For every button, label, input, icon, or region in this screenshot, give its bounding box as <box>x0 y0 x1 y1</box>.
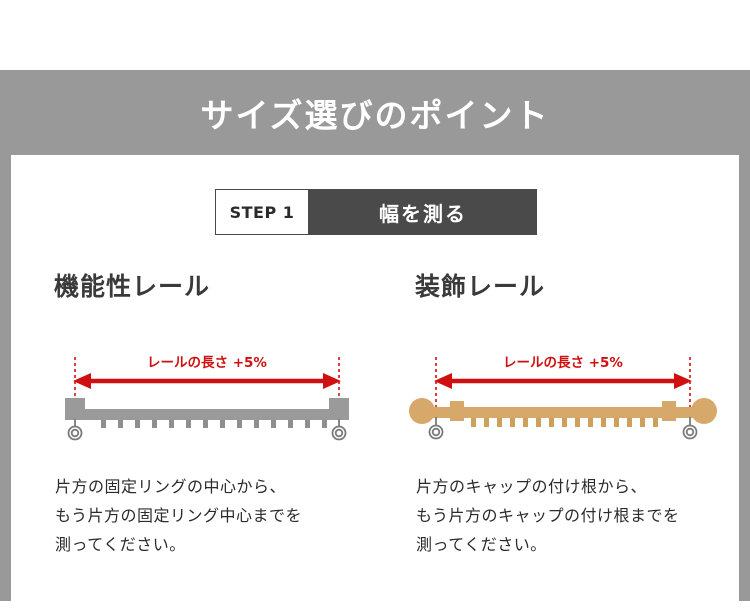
frame-edge-left <box>0 155 11 601</box>
finial-right <box>691 398 717 424</box>
caption-line: 片方の固定リングの中心から、 <box>55 477 287 496</box>
header-band <box>0 70 750 155</box>
fixed-ring-right <box>331 419 347 441</box>
step-indicator: STEP 1 幅を測る <box>215 189 537 235</box>
caption-line: もう片方の固定リング中心までを <box>55 506 303 525</box>
caption-line: 片方のキャップの付け根から、 <box>416 477 648 496</box>
caption-decorative-rail: 片方のキャップの付け根から、 もう片方のキャップの付け根までを 測ってください。 <box>416 472 750 559</box>
measure-label-functional: レールの長さ +5% <box>147 355 267 371</box>
frame-edge-right <box>739 155 750 601</box>
rail-body-decorative <box>409 398 717 424</box>
page-title: サイズ選びのポイント <box>200 95 550 135</box>
rail-hooks-decorative <box>471 418 658 427</box>
caption-line: もう片方のキャップの付け根までを <box>416 506 680 525</box>
content-panel: STEP 1 幅を測る 機能性レール <box>11 155 739 601</box>
caption-line: 測ってください。 <box>416 535 547 554</box>
finial-left <box>409 398 435 424</box>
cap-ring-left <box>428 417 444 440</box>
step-title: 幅を測る <box>309 189 537 235</box>
column-functional-rail: 機能性レール <box>45 267 395 559</box>
measure-arrow <box>434 373 692 389</box>
caption-functional-rail: 片方の固定リングの中心から、 もう片方の固定リング中心までを 測ってください。 <box>55 472 395 559</box>
cap-ring-right <box>682 417 698 440</box>
rail-body-functional <box>65 398 349 420</box>
column-decorative-rail: 装飾レール <box>406 267 750 559</box>
measure-label-decorative: レールの長さ +5% <box>503 355 623 371</box>
column-title-functional: 機能性レール <box>54 272 211 301</box>
rail-hooks-functional <box>101 420 327 428</box>
fixed-ring-left <box>67 419 83 441</box>
measure-arrow <box>73 373 341 389</box>
diagram-functional-rail: レールの長さ +5% <box>47 353 377 448</box>
caption-line: 測ってください。 <box>55 535 186 554</box>
step-number-badge: STEP 1 <box>215 189 309 235</box>
bracket-left <box>450 401 464 421</box>
diagram-decorative-rail: レールの長さ +5% <box>408 353 738 448</box>
bracket-right <box>662 401 676 421</box>
column-title-decorative: 装飾レール <box>415 272 546 301</box>
